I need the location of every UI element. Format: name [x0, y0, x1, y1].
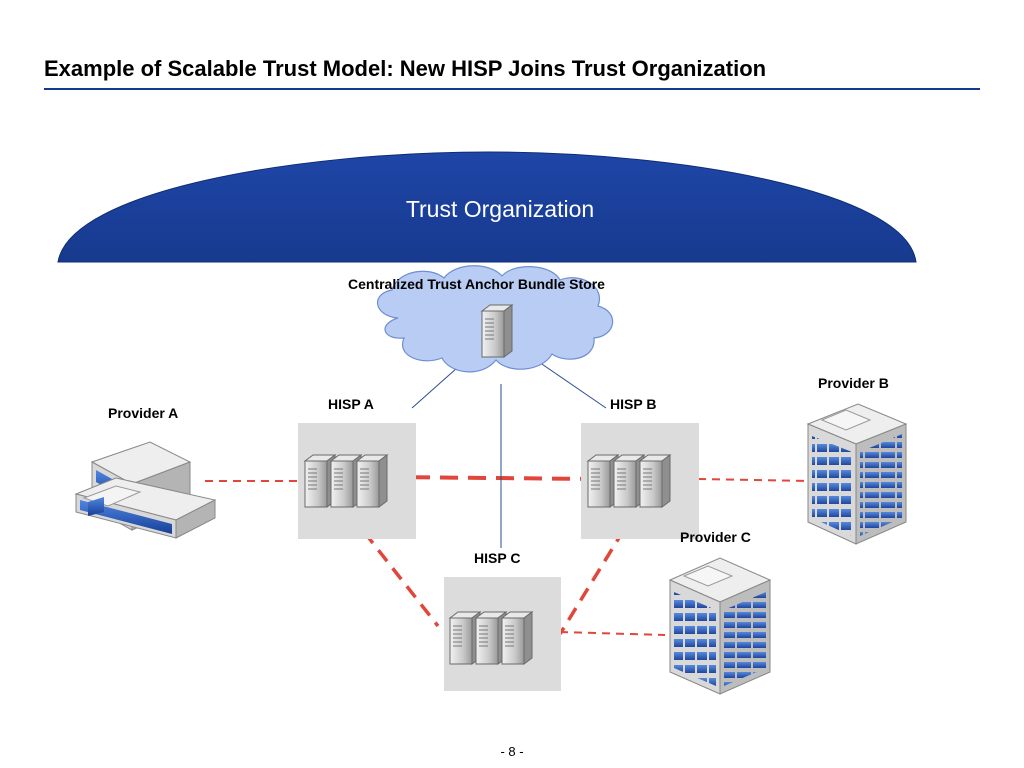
- server-rack-icon: [304, 454, 388, 508]
- trust-organization-label: Trust Organization: [405, 196, 595, 222]
- link-hisp-b-provider-b: [697, 478, 809, 482]
- link-hisp-a-hisp-b: [383, 475, 599, 481]
- hisp-c-label: HISP C: [474, 550, 521, 566]
- server-rack-icon: [587, 454, 671, 508]
- office-tower-icon: [668, 557, 772, 695]
- provider-a-label: Provider A: [108, 405, 179, 421]
- page-title: Example of Scalable Trust Model: New HIS…: [44, 56, 767, 81]
- server-rack-icon: [449, 611, 533, 665]
- trust-organization-dome: [57, 151, 917, 263]
- hisp-a-label: HISP A: [328, 396, 374, 412]
- server-icon: [481, 304, 513, 358]
- provider-c-label: Provider C: [680, 529, 751, 545]
- building-icon: [74, 441, 217, 539]
- office-tower-icon: [806, 403, 908, 545]
- provider-b-label: Provider B: [818, 375, 889, 391]
- title-divider: [44, 88, 980, 90]
- hisp-b-label: HISP B: [610, 396, 657, 412]
- link-hisp-c-provider-c: [559, 631, 666, 636]
- page-number: - 8 -: [500, 744, 524, 759]
- trust-anchor-store-label: Centralized Trust Anchor Bundle Store: [348, 276, 605, 292]
- trust-store-connectors: [411, 359, 607, 548]
